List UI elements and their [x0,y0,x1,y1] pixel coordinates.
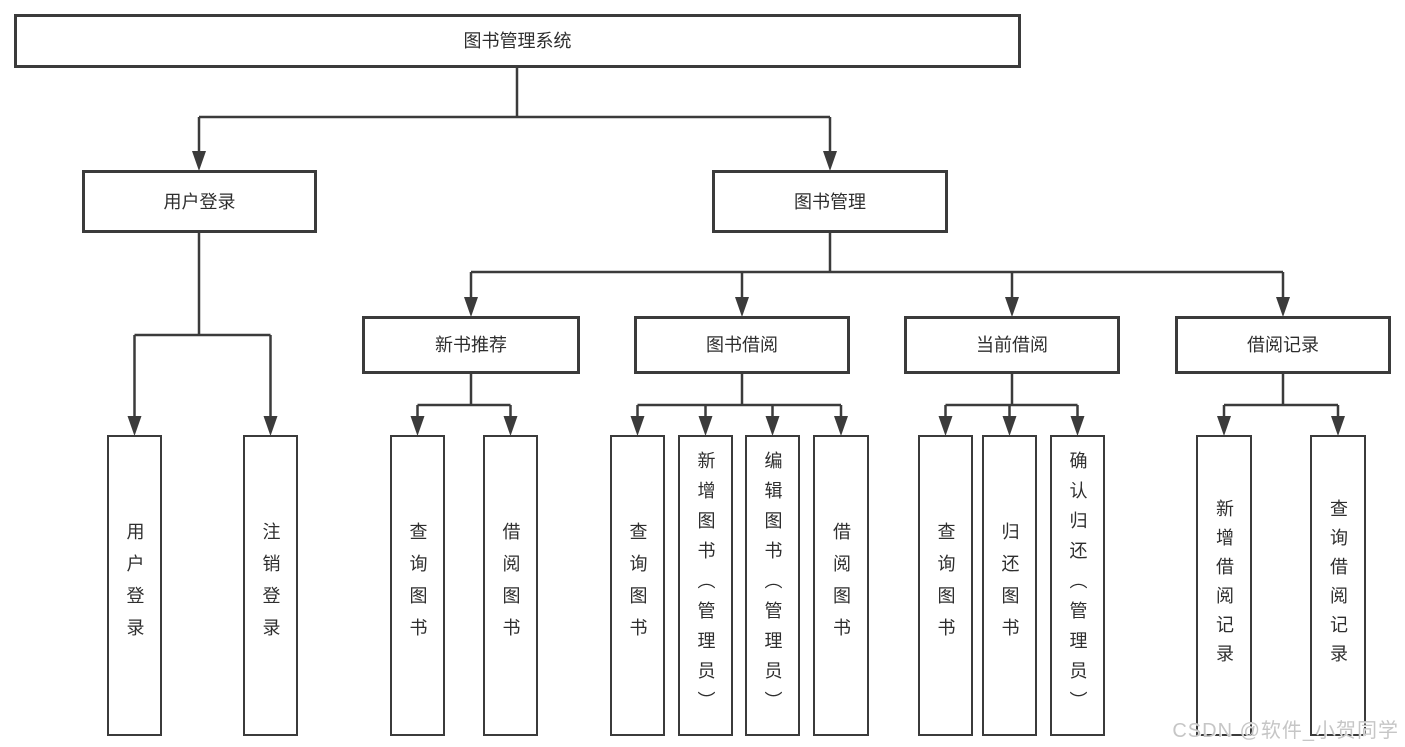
node-leaf-add-borrow-record: 新增借阅记录 [1196,435,1252,736]
node-leaf-logout: 注销登录 [243,435,298,736]
node-new-book-recommend: 新书推荐 [362,316,580,374]
node-leaf-borrow-books-2: 借阅图书 [813,435,869,736]
node-user-login-label: 用户登录 [163,191,236,212]
node-leaf-borrow-books-1: 借阅图书 [483,435,538,736]
node-book-borrow-label: 图书借阅 [706,335,778,355]
node-leaf-confirm-return-admin: 确认归还（管理员） [1050,435,1105,736]
node-current-borrow: 当前借阅 [904,316,1120,374]
arrowhead-icons [127,151,1345,436]
node-leaf-edit-book-admin: 编辑图书（管理员） [745,435,800,736]
node-leaf-borrow-books-1-label: 借阅图书 [500,521,521,650]
node-leaf-return-book-label: 归还图书 [999,521,1020,650]
node-book-management: 图书管理 [712,170,948,233]
node-book-management-label: 图书管理 [794,191,866,212]
node-leaf-query-books-2: 查询图书 [610,435,665,736]
node-leaf-confirm-return-admin-label: 确认归还（管理员） [1067,450,1088,721]
node-leaf-query-books-1: 查询图书 [390,435,445,736]
node-user-login: 用户登录 [82,170,317,233]
node-borrow-records: 借阅记录 [1175,316,1391,374]
node-leaf-query-books-3-label: 查询图书 [935,521,956,650]
node-leaf-query-borrow-record: 查询借阅记录 [1310,435,1366,736]
node-leaf-add-book-admin-label: 新增图书（管理员） [695,450,716,721]
node-current-borrow-label: 当前借阅 [976,335,1048,355]
node-new-book-recommend-label: 新书推荐 [435,335,507,355]
node-borrow-records-label: 借阅记录 [1247,335,1319,355]
watermark-text: CSDN @软件_小贺同学 [1172,720,1399,742]
node-leaf-query-borrow-record-label: 查询借阅记录 [1328,498,1348,673]
node-leaf-query-books-3: 查询图书 [918,435,973,736]
node-leaf-user-login-label: 用户登录 [124,521,145,650]
node-leaf-add-book-admin: 新增图书（管理员） [678,435,733,736]
node-leaf-edit-book-admin-label: 编辑图书（管理员） [762,450,783,721]
node-leaf-logout-label: 注销登录 [260,521,281,650]
node-leaf-user-login: 用户登录 [107,435,162,736]
node-leaf-query-books-1-label: 查询图书 [407,521,428,650]
node-leaf-query-books-2-label: 查询图书 [627,521,648,650]
node-leaf-borrow-books-2-label: 借阅图书 [831,521,851,650]
node-library-system: 图书管理系统 [14,14,1021,68]
node-book-borrow: 图书借阅 [634,316,850,374]
node-leaf-return-book: 归还图书 [982,435,1037,736]
node-library-system-label: 图书管理系统 [463,31,572,51]
node-leaf-add-borrow-record-label: 新增借阅记录 [1214,498,1234,673]
